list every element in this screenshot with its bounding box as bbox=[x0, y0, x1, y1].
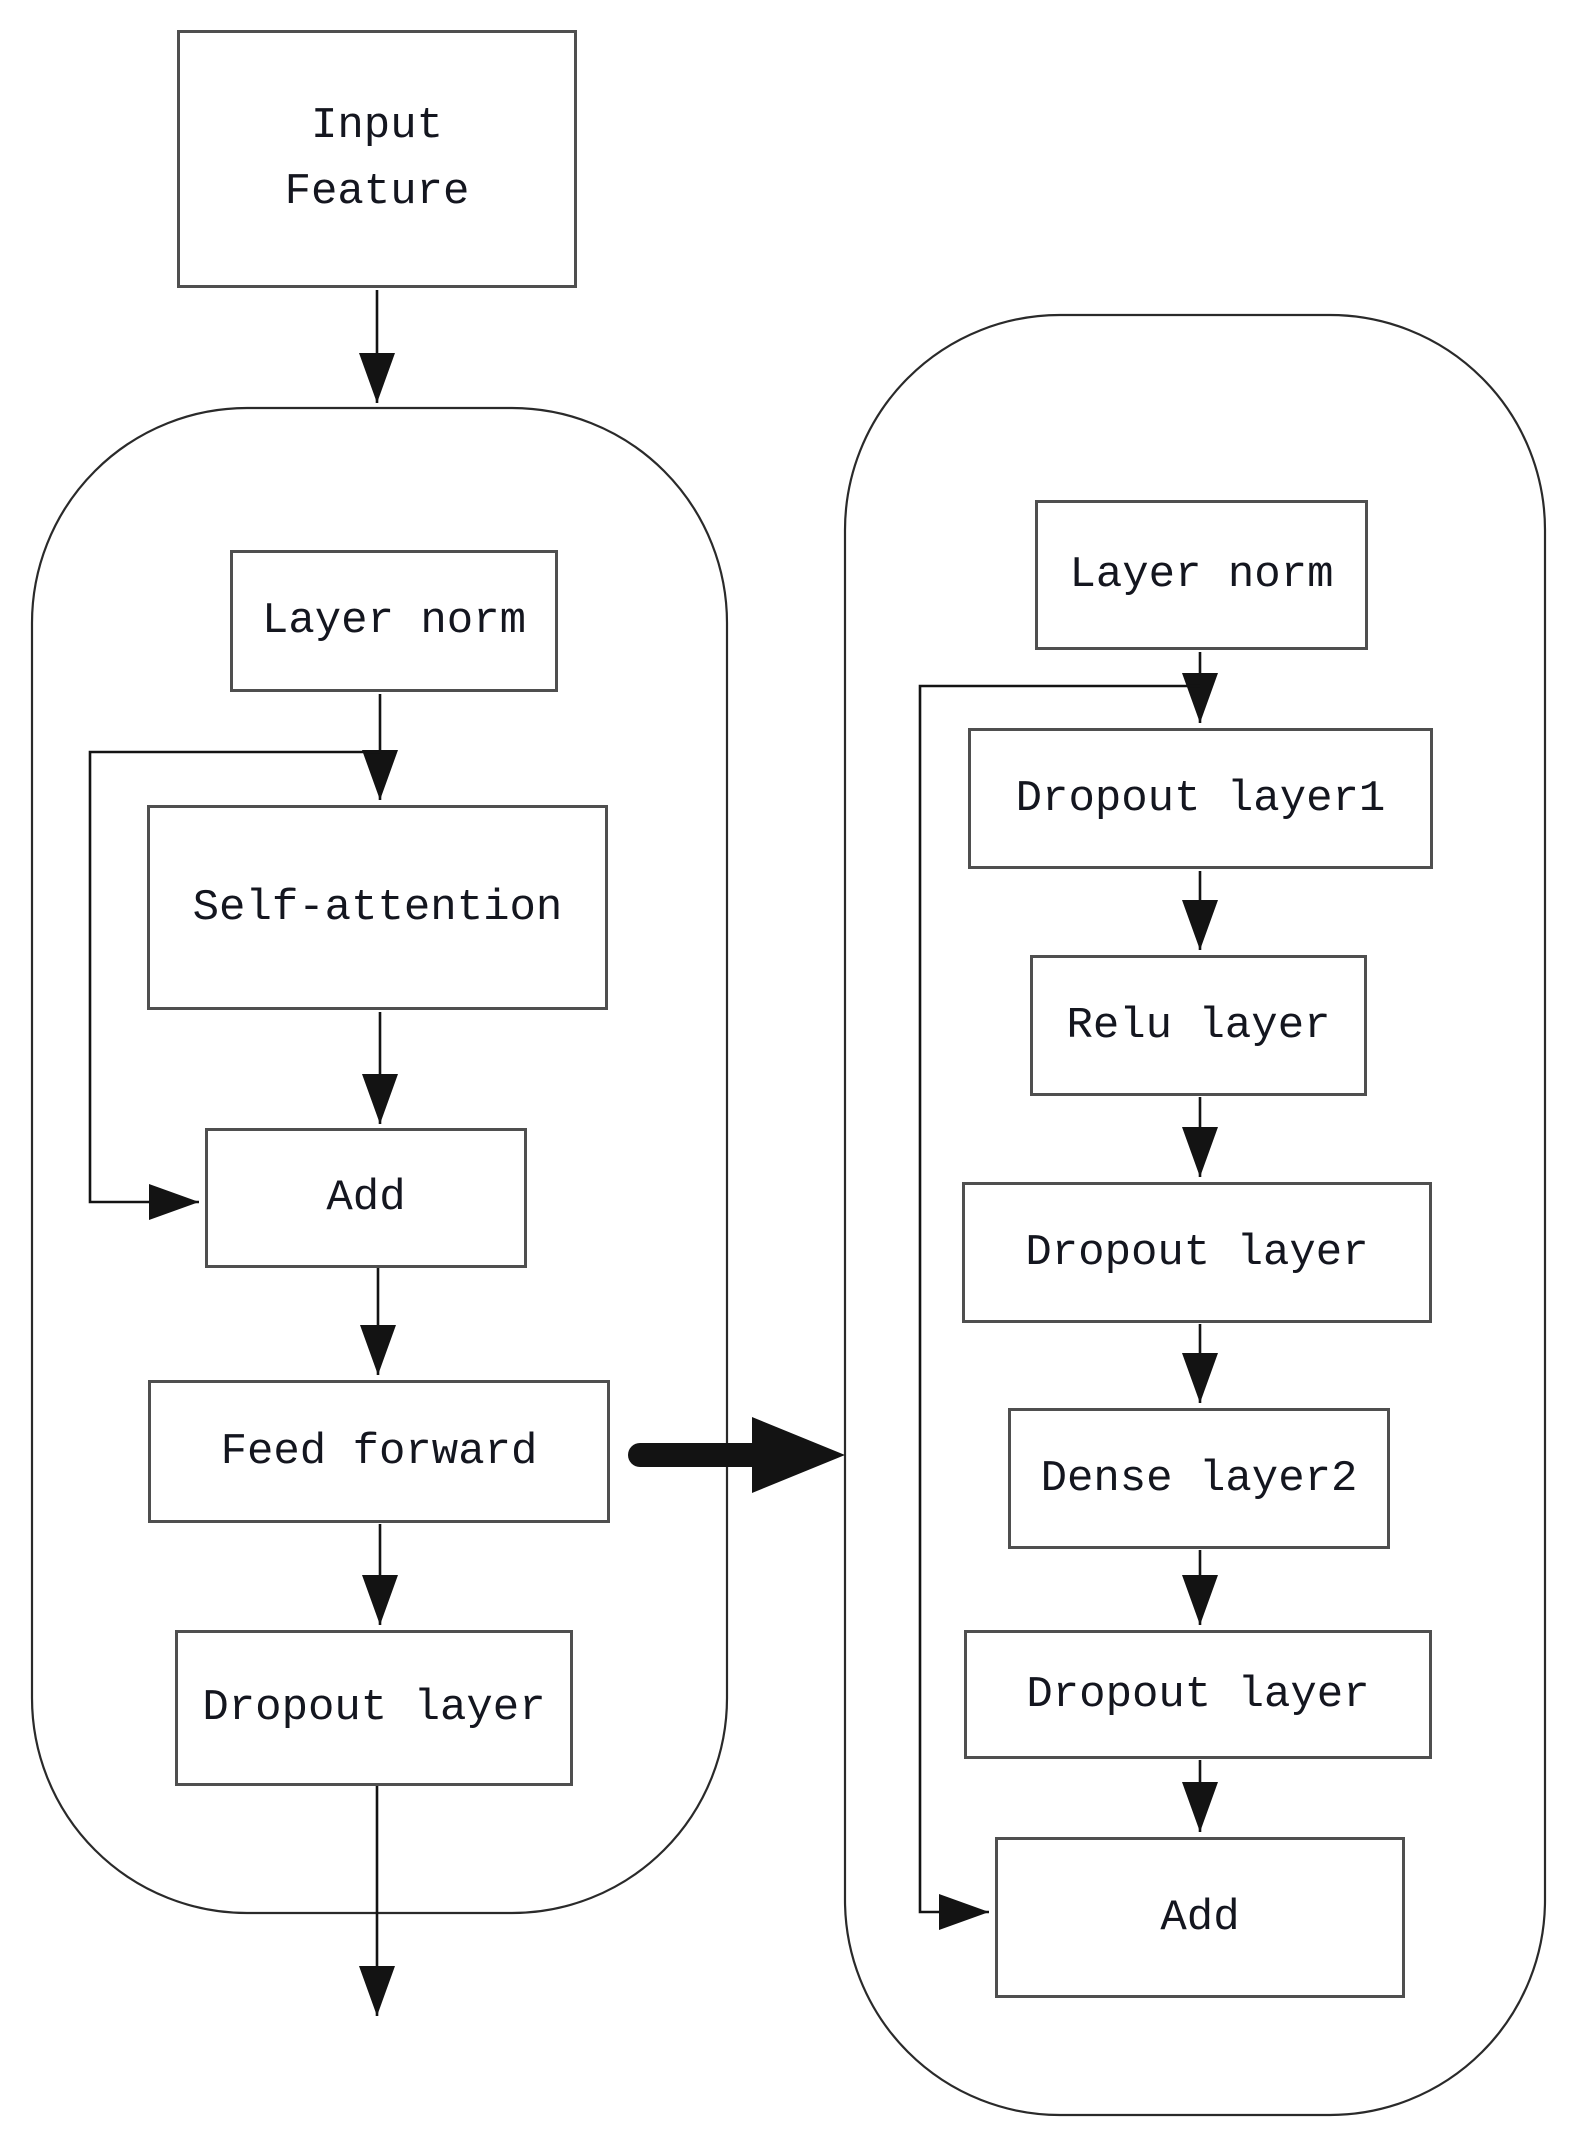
encoder-block-container bbox=[30, 406, 729, 1915]
node-encoder-dropout-layer: Dropout layer bbox=[175, 1630, 573, 1786]
skip-connection-right bbox=[918, 684, 1200, 1930]
feed-forward-block-container bbox=[843, 313, 1547, 2117]
node-ffn-dropout-layer-mid: Dropout layer bbox=[962, 1182, 1432, 1323]
node-input-feature: Input Feature bbox=[177, 30, 577, 288]
node-self-attention: Self-attention bbox=[147, 805, 608, 1010]
node-ffn-dropout-layer-low: Dropout layer bbox=[964, 1630, 1432, 1759]
node-ffn-dense-layer2: Dense layer2 bbox=[1008, 1408, 1390, 1549]
node-encoder-layer-norm: Layer norm bbox=[230, 550, 558, 692]
node-ffn-relu-layer: Relu layer bbox=[1030, 955, 1367, 1096]
node-feed-forward: Feed forward bbox=[148, 1380, 610, 1523]
node-ffn-add: Add bbox=[995, 1837, 1405, 1998]
node-encoder-add: Add bbox=[205, 1128, 527, 1268]
node-ffn-layer-norm: Layer norm bbox=[1035, 500, 1368, 650]
node-ffn-dropout-layer1: Dropout layer1 bbox=[968, 728, 1433, 869]
skip-connection-left bbox=[88, 750, 380, 1220]
arrow-feedforward-to-ffn-block-head bbox=[752, 1417, 845, 1493]
